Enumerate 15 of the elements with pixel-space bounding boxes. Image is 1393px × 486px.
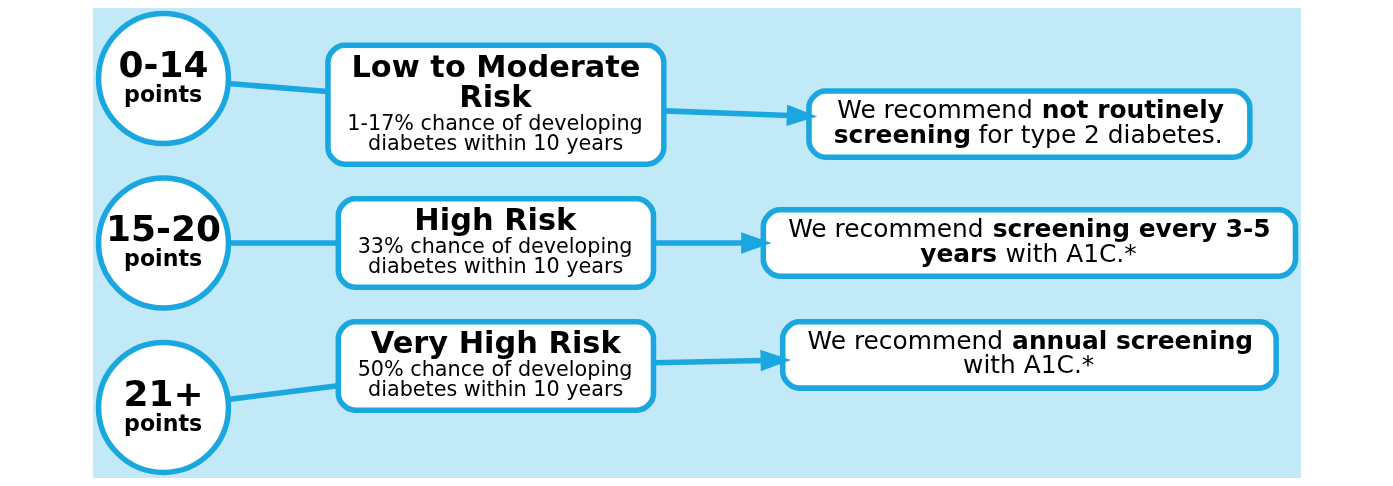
node-circle: 0-14 points (95, 10, 231, 147)
node-box: We recommend screening every 3-5 years with A1C.* (760, 207, 1298, 279)
node-box: We recommend annual screening with A1C.* (779, 319, 1279, 391)
node-box: Very High Risk 50% chance of developing diabetes within 10 years (335, 319, 656, 413)
node-circle: 15-20 points (95, 175, 231, 311)
connector (227, 80, 328, 95)
arrow (663, 104, 817, 126)
node-box: We recommend not routinely screening for type 2 diabetes. (805, 88, 1253, 161)
node-circle: 21+ points (95, 339, 231, 476)
arrow (653, 232, 772, 254)
arrow (653, 349, 791, 372)
connector (227, 382, 338, 403)
node-box: Low to Moderate Risk 1-17% chance of developing diabetes within 10 years (324, 42, 667, 167)
node-box: High Risk 33% chance of developing diabetes within 10 years (335, 196, 656, 290)
connector (228, 240, 338, 246)
